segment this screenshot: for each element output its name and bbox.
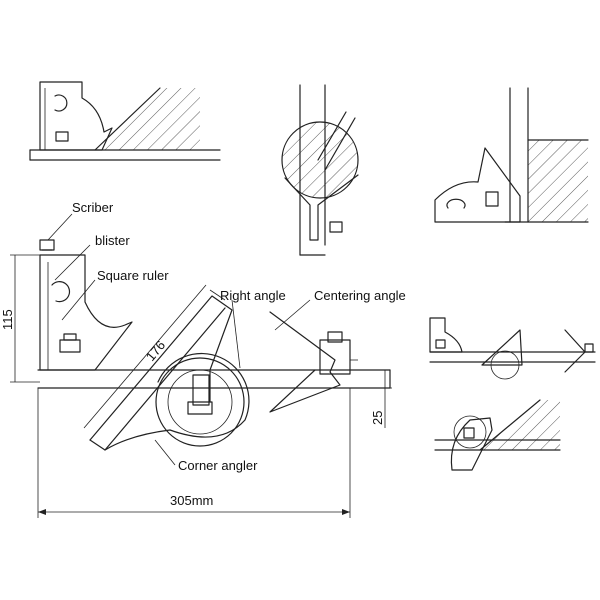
dimension-height: 115 (0, 309, 15, 330)
label-scriber: Scriber (72, 200, 114, 215)
detail-centering-head-top-middle (281, 84, 359, 256)
label-blister: blister (95, 233, 130, 248)
dimension-length: 305mm (170, 493, 213, 508)
dimension-diagonal: 176 (143, 338, 168, 364)
dimension-offset: 25 (370, 411, 385, 425)
detail-head-top-right (434, 87, 589, 223)
label-square-ruler: Square ruler (97, 268, 169, 283)
leader-lines (47, 213, 311, 466)
label-right-angle: Right angle (220, 288, 286, 303)
detail-square-head-top-left (29, 81, 221, 161)
dimension-lines (10, 254, 392, 518)
detail-right-bottom (434, 399, 561, 471)
label-corner-angler: Corner angler (178, 458, 258, 473)
main-combination-square (37, 239, 391, 451)
detail-right-middle (429, 317, 596, 380)
label-centering-angle: Centering angle (314, 288, 406, 303)
